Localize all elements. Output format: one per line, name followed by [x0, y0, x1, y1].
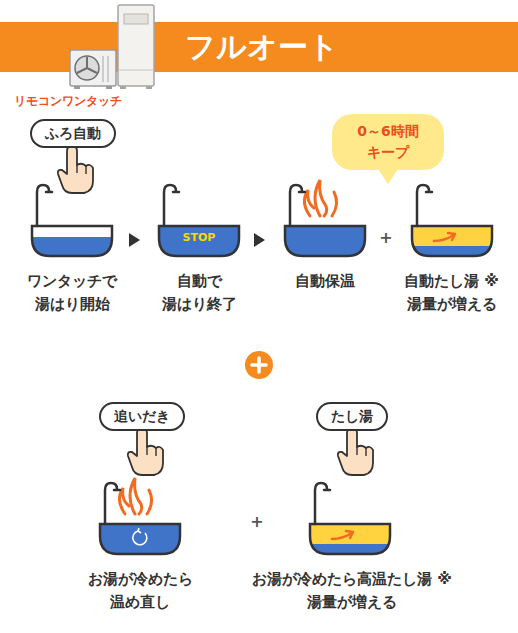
bathtub	[412, 185, 492, 258]
bathtub	[159, 185, 239, 256]
remote-button: ふろ自動	[30, 119, 116, 148]
bathtub	[285, 185, 365, 256]
title: フルオート	[185, 29, 339, 65]
callout-bubble: 0～6時間 キープ	[332, 114, 444, 170]
node-text: たし湯	[331, 406, 373, 427]
hot-water-tank	[118, 5, 154, 89]
hand-icon	[58, 146, 93, 193]
remote-button: たし湯	[316, 402, 388, 431]
hand-icon	[128, 428, 163, 475]
step-arrow	[129, 233, 140, 247]
step-caption: 自動たし湯 ※湯量が増える	[389, 270, 514, 315]
bathtub	[32, 185, 112, 257]
step-caption: お湯が冷めたら 温め直し	[70, 568, 210, 613]
bathtub	[100, 483, 180, 554]
tub-label: STOP	[183, 231, 216, 244]
heat-flame	[119, 478, 151, 514]
section-label: リモコンワンタッチ	[14, 92, 122, 110]
plus-circle	[245, 351, 273, 379]
step-caption: 自動で 湯はり終了	[143, 270, 255, 315]
plus-sign: +	[379, 228, 392, 247]
step-caption: 自動保温	[295, 270, 355, 293]
remote-button: 追いだき	[99, 402, 185, 431]
node-text: ふろ自動	[45, 123, 101, 144]
heat-pump-unit	[70, 50, 116, 89]
plus-sign: +	[250, 512, 263, 531]
heat-flame	[304, 180, 336, 216]
hand-icon	[338, 428, 373, 475]
node-text: 追いだき	[114, 406, 170, 427]
step-arrow	[254, 233, 265, 247]
bathtub	[310, 483, 390, 556]
node-text: 0～6時間 キープ	[348, 121, 428, 163]
step-caption: ワンタッチで 湯はり開始	[16, 270, 128, 315]
step-caption: お湯が冷めたら高温たし湯 ※湯量が増える	[250, 568, 455, 613]
